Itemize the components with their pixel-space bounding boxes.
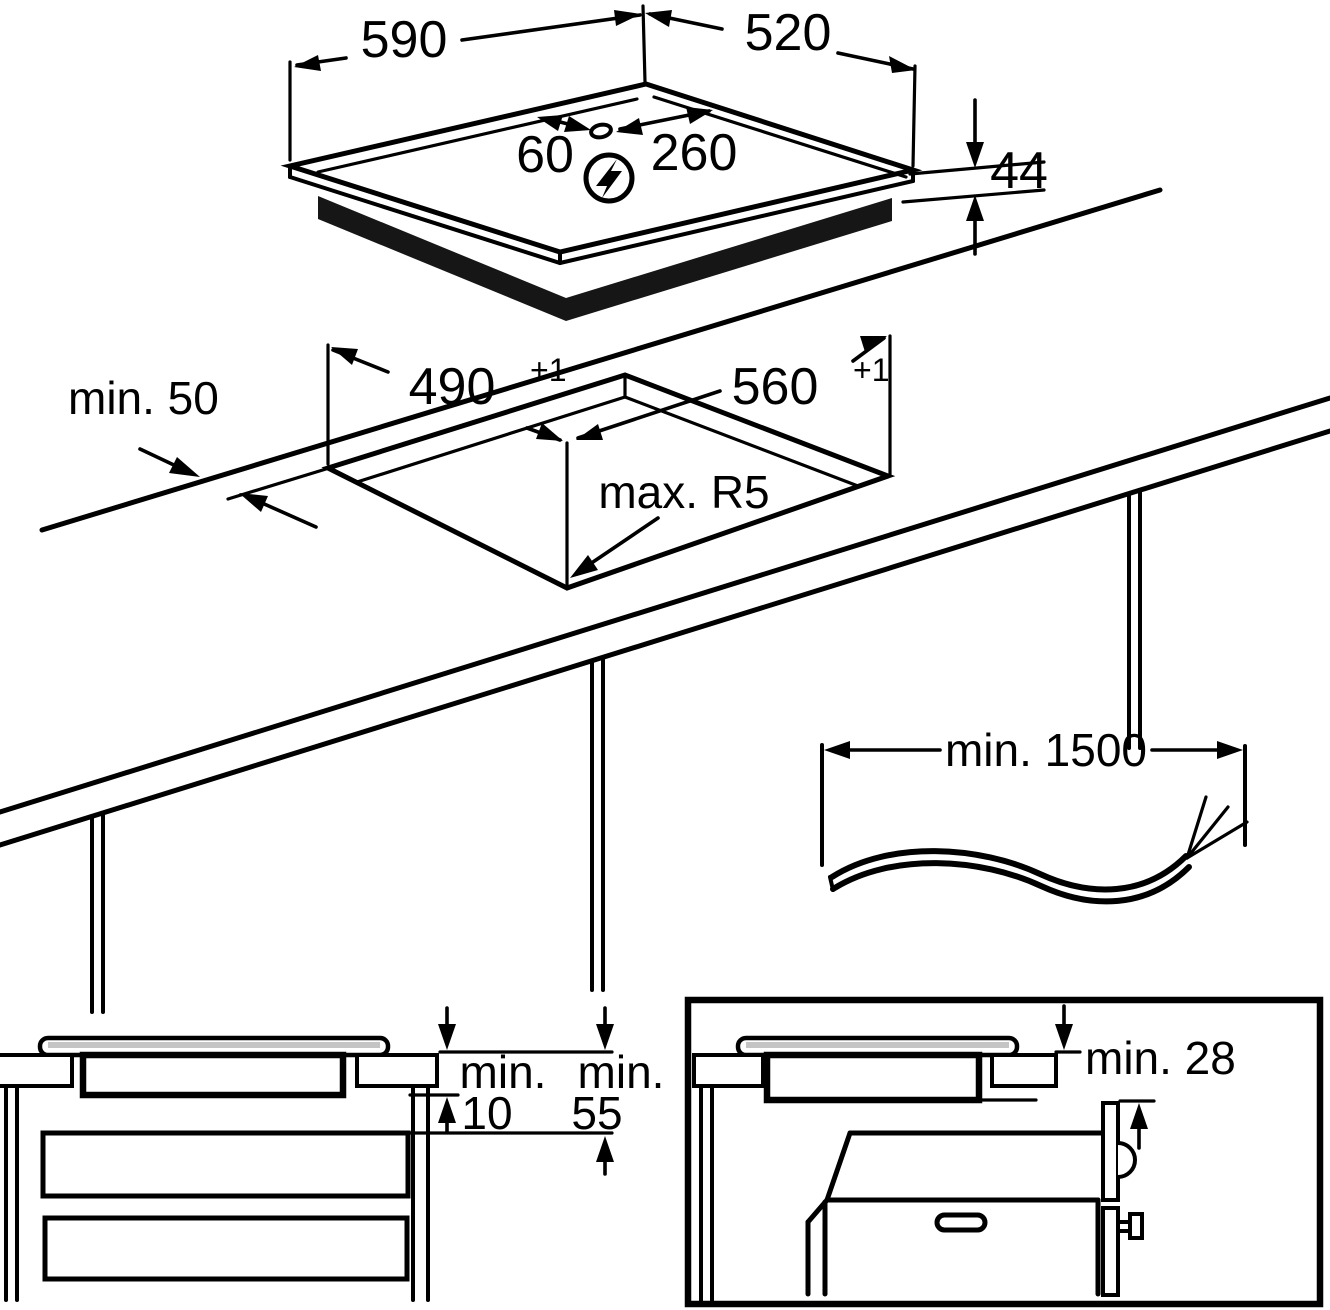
worktop-rear-edge [39,187,1163,533]
dim-60: 60 [516,115,591,184]
drawer-upper [40,1130,411,1199]
drawer-gap-value-a: 10 [461,1087,512,1139]
oven-hinge-knob [1116,1141,1137,1179]
cable-offset-right-label: 260 [651,124,738,182]
worktop-front-edge [0,395,1330,848]
built-in-oven [805,1101,1144,1297]
cable-stripped-wires [1185,795,1249,860]
hob-isometric-view: 590 520 60 260 [280,4,1048,321]
lightning-bolt-icon [583,152,635,204]
cabinet-side-left-oven [699,1084,714,1303]
dim-560: 560 +1 [576,334,892,476]
hob-body-band [318,196,892,321]
dim-min50: min. 50 [68,372,328,529]
hob-body-section [79,1051,347,1099]
section-glass-oven-shade [746,1042,1009,1048]
cable-length-label: min. 1500 [945,724,1147,776]
dim-590: 590 [288,4,647,162]
hob-depth-label: 520 [745,4,832,62]
cutout-width-tolerance: +1 [853,352,889,388]
table-leg-left [90,811,105,1014]
oven-side-panel-lower [1101,1206,1120,1297]
drawer-gap-value-b: 55 [571,1087,622,1139]
dim-min1500: min. 1500 [824,724,1243,776]
table-leg-right [1127,489,1142,750]
worktop-cutout-view: min. 50 490 +1 560 +1 [0,187,1330,1014]
glass-rim-left-line [316,97,639,174]
cutout-depth-tolerance: +1 [530,352,566,388]
cutout-inner-lip [355,373,860,488]
drawer-gap-label-b: min. [578,1046,665,1098]
worktop-left-block [0,1053,74,1088]
hob-height-label: 44 [990,142,1048,200]
dim-44: 44 [901,98,1048,256]
cabinet-side-left [4,1084,19,1302]
cabinet-side-right [411,1084,430,1302]
dim-corner-radius: max. R5 [565,441,770,588]
oven-side-panel-upper [1101,1101,1120,1202]
cutout-depth-label: 490 [409,358,496,416]
drawer-clearance-section: min. 10 min. 55 [0,1006,665,1302]
section-glass-shade [48,1042,380,1048]
dim-min28: min. 28 [977,1004,1236,1150]
worktop-right-block-oven [990,1053,1058,1088]
power-cable [828,848,1192,905]
dim-min10-min55: min. 10 min. 55 [406,1006,665,1176]
oven-latch-head [1128,1212,1144,1240]
drawer-lower [42,1215,410,1282]
cutout-width-label: 560 [732,358,819,416]
power-cable-view: min. 1500 [820,724,1249,905]
hob-glass-thickness [288,164,915,266]
table-leg-middle [590,656,605,992]
drawer-gap-label-a: min. [460,1046,547,1098]
oven-clearance-label: min. 28 [1085,1032,1236,1084]
oven-clearance-section: min. 28 [684,996,1324,1308]
corner-radius-label: max. R5 [598,466,769,518]
dim-260: 260 [616,107,737,182]
worktop-right-block [355,1053,439,1088]
hob-body-section-oven [763,1051,983,1104]
oven-handle [934,1212,988,1233]
dim-490: 490 +1 [326,343,566,466]
section-frame [684,996,1324,1308]
cable-offset-left-label: 60 [516,126,574,184]
cable-gland [589,122,613,140]
hob-width-label: 590 [361,11,448,69]
worktop-left-block-oven [692,1053,765,1088]
dim-520: 520 [645,4,917,168]
rear-clearance-label: min. 50 [68,372,219,424]
